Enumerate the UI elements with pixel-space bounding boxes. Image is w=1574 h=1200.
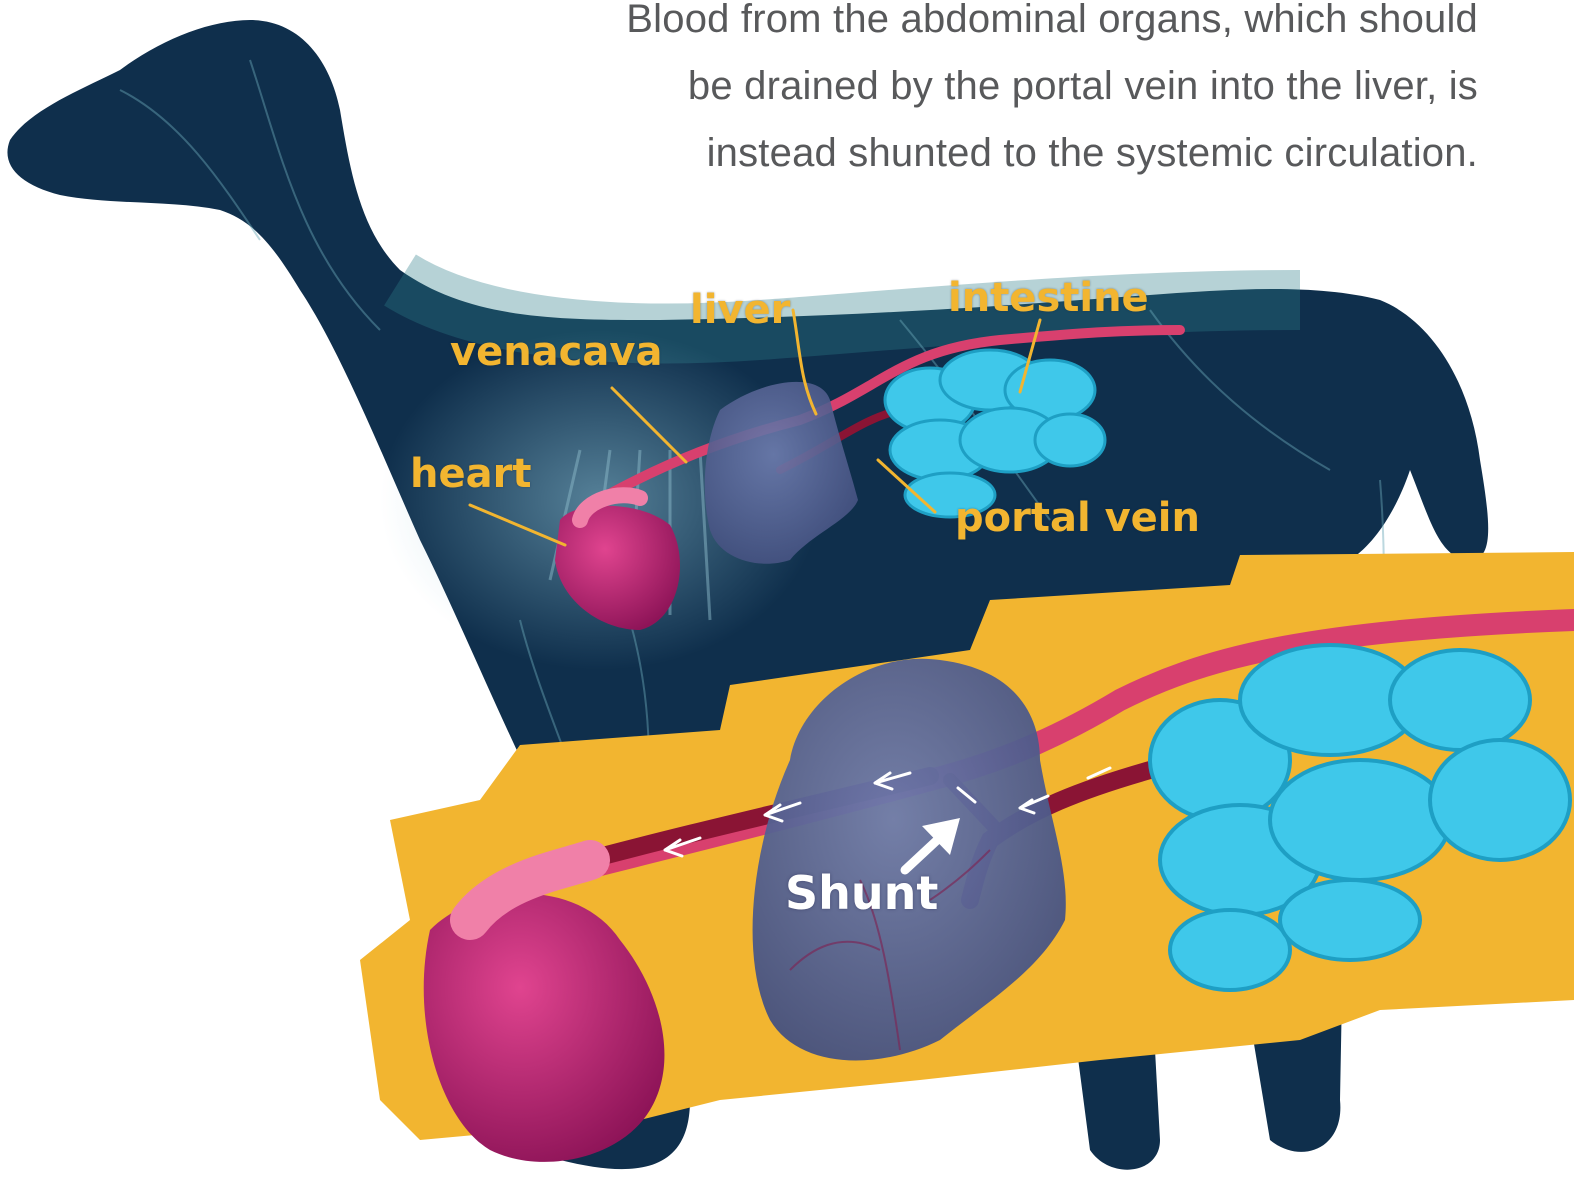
caption-line-3: instead shunted to the systemic circulat… — [378, 120, 1478, 187]
label-intestine: intestine — [948, 278, 1149, 318]
label-heart: heart — [410, 454, 531, 494]
caption-line-1: Blood from the abdominal organs, which s… — [378, 0, 1478, 53]
label-shunt: Shunt — [785, 870, 938, 916]
label-liver: liver — [690, 290, 790, 330]
caption-line-2: be drained by the portal vein into the l… — [378, 53, 1478, 120]
label-venacava: venacava — [450, 332, 662, 372]
caption: Blood from the abdominal organs, which s… — [378, 0, 1478, 187]
label-portal-vein: portal vein — [955, 498, 1200, 538]
